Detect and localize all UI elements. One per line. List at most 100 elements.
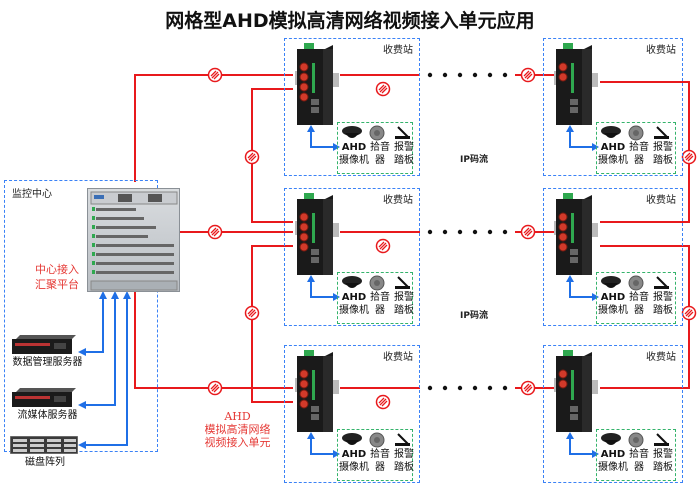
camera-label: 摄像机 (598, 462, 628, 473)
camera-label-type: AHD (341, 142, 367, 153)
peripherals-box: AHD 摄像机 拾音 器 报警 踏板 (596, 429, 676, 481)
alarm-label-2: 踏板 (653, 462, 673, 473)
station-box: 收费站 AHD 摄像机 拾音 器 (284, 345, 420, 483)
alarm-pedal-icon (651, 432, 671, 452)
ahd-access-unit-icon (548, 193, 598, 275)
camera-group (600, 432, 624, 452)
camera-label: 摄像机 (598, 305, 628, 316)
ahd-access-unit-icon (548, 43, 598, 125)
diagram-title: 网格型AHD模拟高清网络视频接入单元应用 (165, 10, 535, 32)
station-box: 收费站 AHD 摄像机 拾音 器 (543, 38, 683, 176)
camera-group (341, 432, 365, 452)
alarm-label: 报警 (653, 292, 673, 303)
fiber-icon (244, 305, 260, 321)
fiber-icon (520, 67, 536, 83)
mic-label-2: 器 (634, 462, 644, 473)
fiber-icon (520, 380, 536, 396)
mic-label: 拾音 (370, 292, 390, 303)
peripherals-box: AHD 摄像机 拾音 器 报警 踏板 (337, 429, 414, 481)
alarm-label: 报警 (394, 142, 414, 153)
mic-label-2: 器 (375, 462, 385, 473)
station-label: 收费站 (646, 45, 676, 56)
ethernet-arrow-icon (305, 125, 341, 155)
ethernet-arrow-icon (305, 432, 341, 462)
camera-label: 摄像机 (598, 155, 628, 166)
alarm-pedal-icon (651, 125, 671, 145)
camera-label-type: AHD (600, 449, 626, 460)
station-label: 收费站 (646, 352, 676, 363)
alarm-label-2: 踏板 (653, 155, 673, 166)
fiber-icon (520, 224, 536, 240)
ahd-access-unit-icon (289, 350, 339, 432)
mic-label-2: 器 (375, 305, 385, 316)
dome-camera-icon (342, 433, 362, 445)
monitor-center-label: 监控中心 (12, 189, 52, 200)
camera-label: 摄像机 (339, 155, 369, 166)
alarm-pedal-icon (392, 275, 412, 295)
ahd-unit-label: AHD 模拟高清网络 视频接入单元 (204, 410, 271, 449)
alarm-pedal-icon (651, 275, 671, 295)
core-switch-chassis-icon (87, 188, 180, 292)
mic-label-2: 器 (634, 305, 644, 316)
core-platform-label: 中心接入 汇聚平台 (35, 263, 79, 291)
fiber-icon (681, 149, 697, 165)
mic-label-2: 器 (375, 155, 385, 166)
station-box: 收费站 AHD 摄像机 拾音 器 (543, 188, 683, 326)
rack-server-icon (12, 388, 76, 408)
ethernet-links (82, 297, 128, 446)
fiber-icon (207, 224, 223, 240)
fiber-icon (207, 380, 223, 396)
data-server-label: 数据管理服务器 (12, 357, 83, 368)
peripherals-box: AHD 摄像机 拾音 器 报警 踏板 (596, 122, 676, 174)
fiber-link-core-row1 (134, 74, 293, 182)
alarm-label-2: 踏板 (394, 305, 414, 316)
camera-label: 摄像机 (339, 462, 369, 473)
alarm-label: 报警 (653, 449, 673, 460)
station-label: 收费站 (383, 45, 413, 56)
station-label: 收费站 (646, 195, 676, 206)
alarm-label-2: 踏板 (394, 462, 414, 473)
ip-stream-dots (427, 72, 508, 391)
station-box: 收费站 AHD 摄像机 拾音 器 (284, 188, 420, 326)
streaming-server-label: 流媒体服务器 (17, 410, 78, 421)
alarm-label-2: 踏板 (394, 155, 414, 166)
fiber-icon (681, 305, 697, 321)
alarm-label: 报警 (394, 292, 414, 303)
dome-camera-icon (601, 276, 621, 288)
ip-stream-label: IP码流 (460, 155, 488, 165)
disk-array-label: 磁盘阵列 (25, 457, 65, 468)
ethernet-arrow-icon (564, 125, 600, 155)
peripherals-box: AHD 摄像机 拾音 器 报警 踏板 (337, 272, 414, 324)
alarm-label: 报警 (653, 142, 673, 153)
disk-array-icon (9, 435, 79, 455)
dome-camera-icon (601, 126, 621, 138)
fiber-icon (244, 149, 260, 165)
camera-label-type: AHD (341, 292, 367, 303)
ethernet-arrow-icon (564, 275, 600, 305)
ethernet-arrow-icon (305, 275, 341, 305)
microphone-icon (368, 275, 386, 295)
ethernet-arrow-icon (564, 432, 600, 462)
camera-group (341, 275, 365, 295)
alarm-label-2: 踏板 (653, 305, 673, 316)
camera-label: 摄像机 (339, 305, 369, 316)
mic-label: 拾音 (370, 449, 390, 460)
rack-server-icon (12, 335, 76, 355)
camera-label-type: AHD (600, 142, 626, 153)
camera-group (600, 125, 624, 145)
fiber-ring-left-2 (251, 245, 293, 403)
ahd-access-unit-icon (548, 350, 598, 432)
mic-label: 拾音 (629, 142, 649, 153)
station-label: 收费站 (383, 195, 413, 206)
dome-camera-icon (342, 276, 362, 288)
station-box: 收费站 AHD 摄像机 拾音 器 (543, 345, 683, 483)
alarm-pedal-icon (392, 125, 412, 145)
dome-camera-icon (342, 126, 362, 138)
mic-label: 拾音 (629, 292, 649, 303)
microphone-icon (368, 125, 386, 145)
peripherals-box: AHD 摄像机 拾音 器 报警 踏板 (337, 122, 414, 174)
peripherals-box: AHD 摄像机 拾音 器 报警 踏板 (596, 272, 676, 324)
ahd-access-unit-icon (289, 193, 339, 275)
ahd-access-unit-icon (289, 43, 339, 125)
